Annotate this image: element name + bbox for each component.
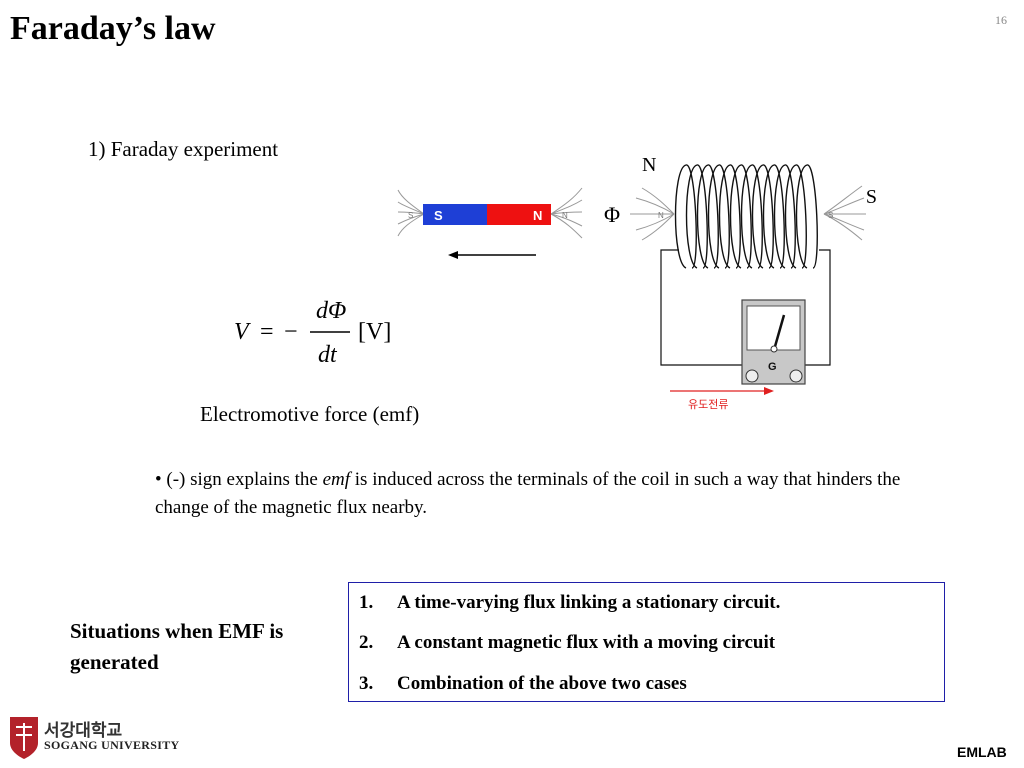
formula-denominator: dt <box>318 342 338 368</box>
case-number: 2. <box>359 632 374 653</box>
formula-equals: = <box>260 319 274 345</box>
note-emf-term: emf <box>322 469 351 490</box>
slide-title: Faraday’s law <box>10 10 216 47</box>
flux-symbol: Φ <box>604 202 620 227</box>
formula-minus: − <box>284 319 298 345</box>
case-text: A constant magnetic flux with a moving c… <box>397 632 776 653</box>
circuit-wire <box>660 249 831 366</box>
bar-magnet: S N S N <box>408 204 568 225</box>
galvanometer-needle <box>772 314 786 351</box>
motion-arrow <box>448 251 536 259</box>
page-number: 16 <box>995 13 1007 27</box>
case-item: 3. Combination of the above two cases <box>359 673 687 695</box>
university-name-korean: 서강대학교 <box>44 721 123 741</box>
coil-south-label: S <box>866 186 876 208</box>
sign-explanation: • (-) sign explains the emf is induced a… <box>155 466 935 522</box>
formula-unit: [V] <box>358 319 391 345</box>
galvanometer-label: G <box>768 361 777 373</box>
emf-caption: Electromotive force (emf) <box>200 402 420 426</box>
formula-lhs: V <box>234 319 251 345</box>
galvanometer-terminal-right <box>789 369 803 383</box>
situations-heading: Situations when EMF is generated <box>70 619 284 674</box>
coil-north-label: N <box>642 154 656 176</box>
current-arrow <box>670 387 774 395</box>
case-number: 3. <box>359 673 374 694</box>
faraday-experiment-diagram: S N S N Φ N S <box>397 154 876 411</box>
magnet-south-pole <box>423 204 487 225</box>
coil-field-s-label: S <box>828 211 833 220</box>
field-n-label: N <box>562 211 568 220</box>
case-item: 2. A constant magnetic flux with a moving… <box>359 632 775 654</box>
note-suffix: is induced across the terminals of the c… <box>155 469 901 518</box>
university-logo <box>10 717 38 759</box>
emf-formula: V = − dΦ dt [V] <box>234 298 391 368</box>
induced-current-label: 유도전류 <box>688 398 728 411</box>
case-text: A time-varying flux linking a stationary… <box>397 592 781 613</box>
galvanometer-terminal-left <box>745 369 759 383</box>
lab-name: EMLAB <box>957 744 1007 760</box>
emf-cases-box: 1. A time-varying flux linking a stationa… <box>348 582 945 702</box>
coil-left-field-lines <box>630 187 675 241</box>
coil-right-field-lines <box>823 185 866 241</box>
case-text: Combination of the above two cases <box>397 673 687 694</box>
case-number: 1. <box>359 592 374 613</box>
coil <box>674 164 818 269</box>
coil-field-n-label: N <box>658 211 664 220</box>
magnet-s-label: S <box>434 208 443 223</box>
magnet-n-label: N <box>533 208 542 223</box>
magnet-field-lines <box>397 187 583 239</box>
note-prefix: • (-) sign explains the <box>155 469 323 490</box>
university-name-english: SOGANG UNIVERSITY <box>44 738 180 752</box>
experiment-label: 1) Faraday experiment <box>88 137 279 161</box>
formula-numerator: dΦ <box>316 298 346 324</box>
field-s-label: S <box>408 211 413 220</box>
magnet-north-pole <box>487 204 551 225</box>
case-item: 1. A time-varying flux linking a stationa… <box>359 592 780 614</box>
galvanometer: G <box>741 299 806 385</box>
